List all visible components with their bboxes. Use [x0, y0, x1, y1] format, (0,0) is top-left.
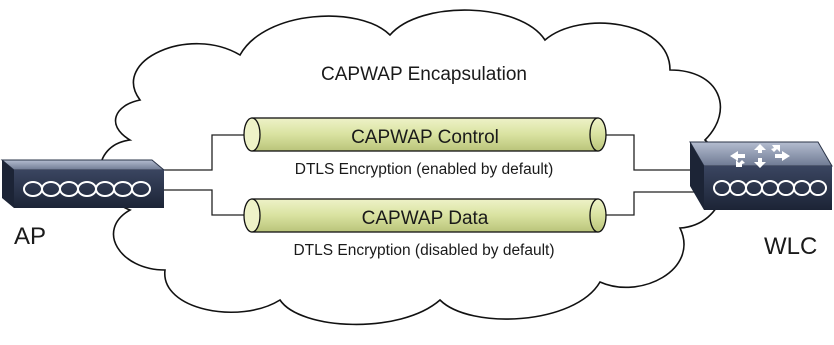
ap-control-line [158, 134, 258, 171]
wlc-label: WLC [764, 233, 817, 260]
ap-data-line [158, 189, 258, 216]
wireless-lan-controller-icon [689, 141, 833, 210]
ap-label: AP [14, 223, 46, 250]
tunnel-data-name: CAPWAP Data [362, 208, 489, 229]
connector-lines [158, 134, 700, 216]
cloud-title: CAPWAP Encapsulation [321, 64, 527, 85]
tunnel-control-name: CAPWAP Control [351, 127, 499, 148]
wlc-control-line [598, 134, 700, 171]
tunnel-capwap-data: CAPWAP Data [243, 198, 607, 233]
tunnel-capwap-control: CAPWAP Control [243, 117, 607, 152]
tunnel-data-encryption: DTLS Encryption (disabled by default) [293, 242, 554, 259]
tunnel-control-encryption: DTLS Encryption (enabled by default) [295, 161, 553, 178]
wlc-arrows-icon [730, 144, 790, 168]
cloud-shape [99, 9, 726, 326]
access-point-icon [0, 159, 166, 208]
wlc-data-line [598, 191, 700, 216]
